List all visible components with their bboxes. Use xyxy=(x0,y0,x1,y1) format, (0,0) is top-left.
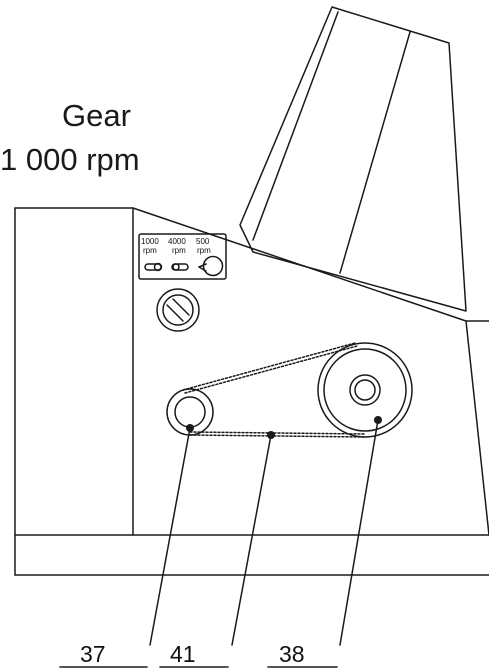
leader-line-37 xyxy=(149,427,191,646)
drive-belt xyxy=(182,342,366,438)
large-pulley xyxy=(317,342,413,438)
speed-label-1000: 1000 xyxy=(141,237,159,246)
leader-line-38 xyxy=(339,419,379,646)
leader-line-41 xyxy=(231,434,272,646)
speed-label-500: 500 xyxy=(196,237,210,246)
hopper-outline xyxy=(239,6,467,312)
gear-title: Gear xyxy=(62,98,131,133)
unit-label-500: rpm xyxy=(197,246,211,255)
selector-knob-icon[interactable] xyxy=(198,255,224,277)
lever-1000-rpm-icon[interactable] xyxy=(144,262,163,272)
callout-dot-37 xyxy=(186,424,194,432)
callout-number-38: 38 xyxy=(279,641,305,667)
speed-label-4000: 4000 xyxy=(168,237,186,246)
gear-speed-title: 1 000 rpm xyxy=(0,142,140,177)
callout-number-41: 41 xyxy=(170,641,196,667)
callout-number-37: 37 xyxy=(80,641,106,667)
lever-4000-rpm-icon[interactable] xyxy=(171,263,189,271)
housing-outline xyxy=(14,207,489,322)
unit-label-4000: rpm xyxy=(172,246,186,255)
slotted-screw-icon xyxy=(156,288,200,332)
callout-dot-38 xyxy=(374,416,382,424)
hopper-inner-edge-left xyxy=(252,11,339,241)
unit-label-1000: rpm xyxy=(143,246,157,255)
speed-selector-plate xyxy=(138,233,227,280)
housing-right-edge xyxy=(465,320,489,536)
hopper-inner-edge-right xyxy=(339,31,411,274)
callout-dot-41 xyxy=(267,431,275,439)
